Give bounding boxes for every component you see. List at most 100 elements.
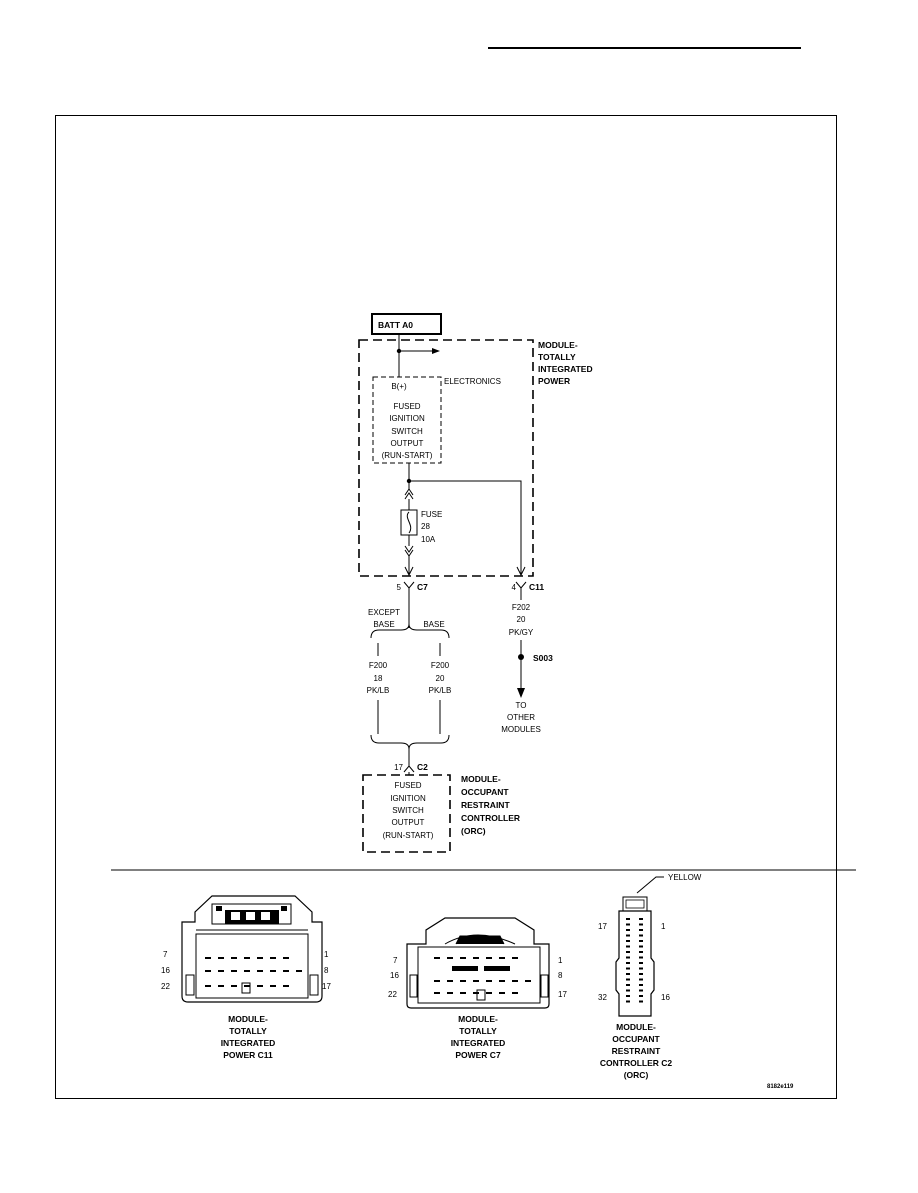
c11-pin-cavities: [205, 957, 302, 987]
pin-cavity: [283, 957, 289, 959]
pin-cavity: [231, 970, 237, 972]
pin-cavity: [639, 951, 643, 953]
c11-connector-symbol: [515, 581, 527, 589]
c7-pin-cavities: [434, 957, 531, 994]
pin-cavity: [525, 980, 531, 982]
wire-left-label-line: PK/LB: [367, 686, 390, 695]
batt-a0-box: [371, 313, 442, 335]
pin-cavity: [626, 1000, 630, 1003]
pin-cavity: [512, 992, 518, 994]
branch-left-label: EXCEPT: [368, 608, 400, 617]
c11-connector-label: C11: [529, 582, 544, 592]
tipm-label-line: TOTALLY: [538, 352, 576, 362]
pin-cavity: [486, 980, 492, 982]
pin-cavity: [626, 951, 630, 953]
c7-pin-label: 8: [558, 971, 563, 980]
orc-label-line: OCCUPANT: [461, 787, 509, 797]
pin-cavity: [205, 970, 211, 972]
pin-cavity: [447, 957, 453, 959]
pin-cavity: [626, 967, 630, 970]
orc-text-line: OUTPUT: [392, 818, 425, 827]
pin-cavity: [257, 970, 263, 972]
pin-cavity: [626, 978, 630, 981]
pin-cavity: [639, 940, 643, 942]
pin-cavity: [270, 970, 276, 972]
c2-caption-line: OCCUPANT: [612, 1034, 660, 1044]
electronics-box: [372, 376, 442, 464]
figure-id: 8182e119: [767, 1084, 794, 1090]
pin-cavity: [639, 918, 643, 920]
wire-right-label: F200 20 PK/LB: [429, 661, 452, 695]
c11-latch-window: [246, 912, 255, 920]
pin-cavity: [639, 962, 643, 964]
pin-cavity: [473, 957, 479, 959]
fuse-label: FUSE 28 10A: [421, 510, 442, 544]
pin-cavity: [434, 992, 440, 994]
pin-cavity: [270, 985, 276, 987]
pin-cavity: [218, 970, 224, 972]
pin-cavity: [231, 957, 237, 959]
c11-caption-line: MODULE-: [228, 1014, 268, 1024]
pin-cavity: [257, 957, 263, 959]
electronics-text-line: B(+): [391, 382, 407, 391]
branch-brace-top: [370, 623, 450, 639]
pin-cavity: [626, 956, 630, 959]
pin-cavity: [231, 985, 237, 987]
c2-pin-label: 16: [661, 993, 670, 1002]
c7-caption-line: POWER C7: [455, 1050, 501, 1060]
orc-text: FUSED IGNITION SWITCH OUTPUT (RUN-START): [383, 781, 434, 840]
fuse-lower-chevron: [404, 545, 414, 553]
splice-s003-label: S003: [533, 653, 553, 663]
fuse-label-line: 28: [421, 522, 430, 531]
c11-key: [241, 982, 251, 994]
pin-cavity: [499, 957, 505, 959]
c7-pin-label: 1: [558, 956, 563, 965]
c7-key: [476, 989, 486, 1001]
tipm-label-line: INTEGRATED: [538, 364, 593, 374]
pin-cavity: [639, 973, 643, 975]
pin-cavity: [626, 989, 630, 992]
branch-brace-bottom: [370, 734, 450, 750]
c2-pin: 17: [394, 763, 403, 772]
pin-cavity: [244, 957, 250, 959]
pin-cavity: [434, 980, 440, 982]
c2-caption-line: CONTROLLER C2: [600, 1058, 673, 1068]
pin-cavity: [639, 956, 643, 959]
c11-pin-label: 16: [161, 966, 170, 975]
pin-cavity: [639, 978, 643, 981]
pin-cavity: [512, 957, 518, 959]
pin-cavity: [626, 984, 630, 986]
fuse-element-icon: [406, 511, 412, 534]
wire-right-label-line: PK/LB: [429, 686, 452, 695]
fuse-label-line: FUSE: [421, 510, 442, 519]
orc-label: MODULE- OCCUPANT RESTRAINT CONTROLLER (O…: [461, 774, 520, 836]
to-other-line: MODULES: [501, 725, 541, 734]
pin-cavity: [244, 985, 250, 987]
c7-pin-label: 22: [388, 990, 397, 999]
c7-caption-line: MODULE-: [458, 1014, 498, 1024]
electronics-text-line: (RUN-START): [382, 451, 433, 460]
pin-cavity: [512, 980, 518, 982]
branch-left-label: BASE: [373, 620, 394, 629]
pin-cavity: [626, 940, 630, 942]
c7-caption-line: INTEGRATED: [451, 1038, 506, 1048]
c11-caption-line: INTEGRATED: [221, 1038, 276, 1048]
pin-cavity: [283, 970, 289, 972]
pin-cavity: [639, 945, 643, 948]
wire-right-label-line: 20: [436, 674, 445, 683]
c7-side-lock-left: [409, 974, 418, 998]
c2-connector-symbol: [403, 765, 415, 773]
orc-text-line: (RUN-START): [383, 831, 434, 840]
c2-housing: [615, 910, 655, 1017]
c11-pin-label: 17: [322, 982, 331, 991]
orc-outline: [362, 774, 451, 853]
pin-cavity: [626, 929, 630, 931]
orc-label-line: RESTRAINT: [461, 800, 510, 810]
c7-pin-label: 17: [558, 990, 567, 999]
pin-cavity: [218, 957, 224, 959]
to-other-line: OTHER: [507, 713, 535, 722]
wire-left-label-line: 18: [374, 674, 383, 683]
wire-left-label-line: F200: [369, 661, 388, 670]
pin-cavity: [460, 992, 466, 994]
